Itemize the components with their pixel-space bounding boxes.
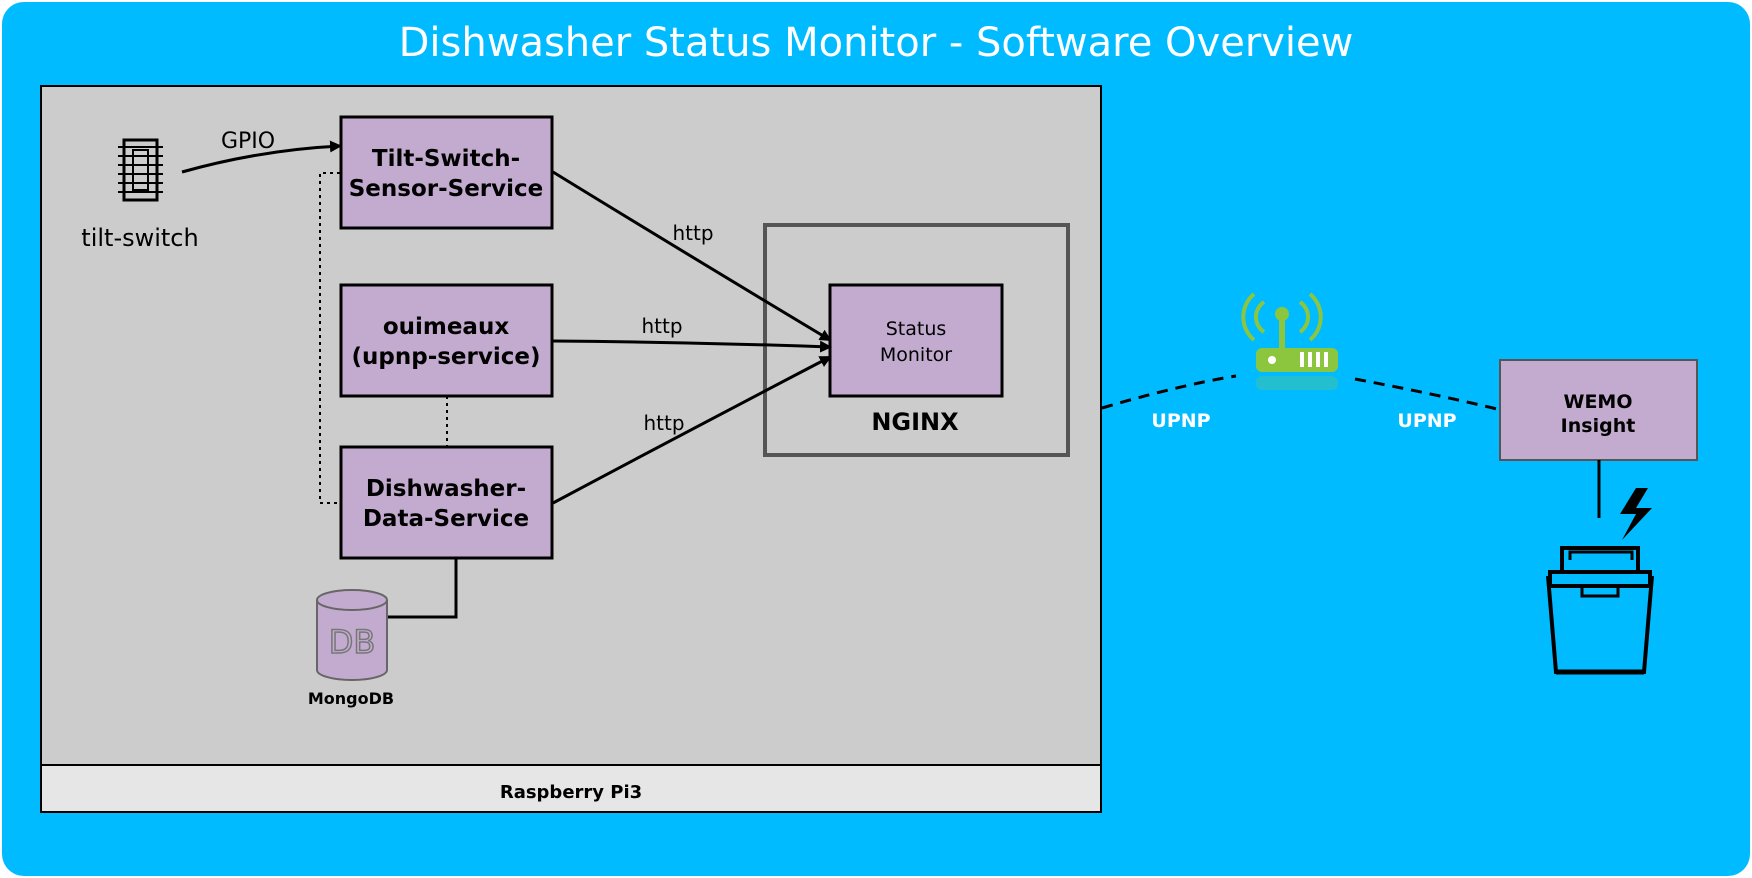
nginx-box [763, 223, 1070, 457]
dishwasher-icon [1546, 546, 1654, 675]
nginx-label: NGINX [871, 408, 959, 436]
edge-upnp-router-wemo [1354, 377, 1502, 412]
status-monitor-app: Status Monitor [828, 283, 1004, 398]
database-icon: DB [316, 589, 388, 681]
tilt-switch-sensor-service-box [339, 115, 554, 230]
database-label: MongoDB [308, 689, 394, 708]
nginx-container: NGINX [763, 223, 1070, 457]
edge-dotted-tilt-data [319, 172, 340, 504]
diagram-title: Dishwasher Status Monitor - Software Ove… [399, 20, 1354, 66]
edge-upnp-left-label: UPNP [1151, 410, 1210, 432]
tilt-switch-icon [118, 138, 163, 202]
lightning-bolt-icon [1620, 488, 1652, 540]
dishwasher-data-service: Dishwasher- Data-Service [339, 445, 554, 560]
edge-http-data [552, 355, 832, 505]
edge-data-db [388, 558, 458, 619]
tilt-switch-sensor-service: Tilt-Switch- Sensor-Service [339, 115, 554, 230]
dishwasher-data-service-line1: Dishwasher- [366, 476, 526, 502]
tilt-switch-label: tilt-switch [81, 224, 198, 252]
edge-http-data-label: http [643, 411, 684, 435]
wemo-insight-line1: WEMO [1564, 391, 1633, 413]
ouimeaux-upnp-service-line2: (upnp-service) [352, 344, 541, 370]
edge-http-upnp-label: http [641, 314, 682, 338]
host-panel [40, 85, 1102, 766]
wifi-router-icon [1241, 292, 1338, 390]
host-label: Raspberry Pi3 [500, 782, 642, 803]
status-monitor-box [828, 283, 1004, 398]
edge-http-upnp [552, 339, 832, 353]
host-footer [40, 764, 1102, 813]
status-monitor-line2: Monitor [880, 344, 952, 366]
wemo-insight-box [1499, 359, 1698, 461]
wemo-insight-device: WEMO Insight [1499, 359, 1698, 461]
wemo-insight-line2: Insight [1561, 415, 1636, 437]
edge-upnp-right-label: UPNP [1397, 410, 1456, 432]
raspberry-pi-host: Raspberry Pi3 [40, 85, 1102, 813]
edge-gpio-label: GPIO [221, 129, 275, 154]
edge-gpio [181, 140, 342, 174]
ouimeaux-upnp-service-box [339, 283, 554, 398]
dishwasher-data-service-line2: Data-Service [363, 506, 529, 532]
ouimeaux-upnp-service: ouimeaux (upnp-service) [339, 283, 554, 398]
status-monitor-line1: Status [886, 318, 947, 340]
tilt-switch-sensor-service-line2: Sensor-Service [349, 176, 544, 202]
edge-http-tilt-label: http [672, 221, 713, 245]
dishwasher-data-service-box [339, 445, 554, 560]
ouimeaux-upnp-service-line1: ouimeaux [383, 314, 510, 340]
edge-http-tilt [552, 170, 832, 342]
tilt-switch-sensor-service-line1: Tilt-Switch- [372, 146, 520, 172]
database-icon-text: DB [329, 623, 376, 661]
edge-upnp-pi-router [1101, 374, 1237, 410]
